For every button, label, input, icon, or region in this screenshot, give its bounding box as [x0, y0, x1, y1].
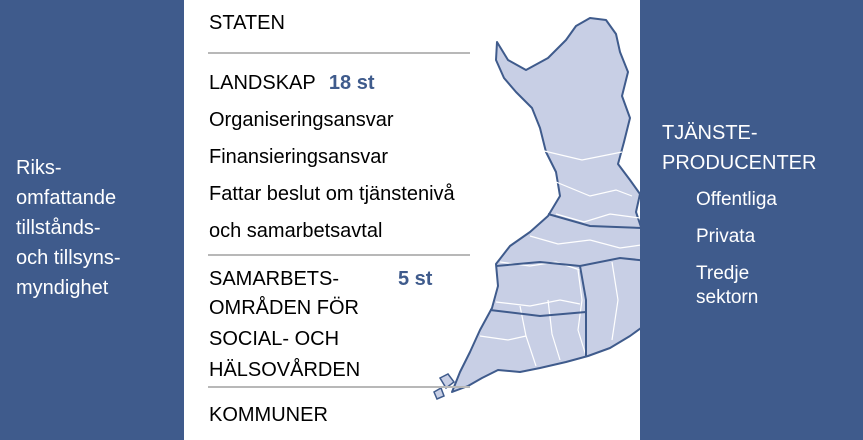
landskap-count: 18 st	[328, 72, 375, 94]
producers-heading-line: TJÄNSTE-	[662, 122, 758, 144]
authority-line: och tillsyns-	[16, 247, 121, 269]
cooperation-line: HÄLSOVÅRDEN	[209, 359, 361, 381]
duty-line: och samarbetsavtal	[209, 220, 383, 242]
duty-line: Finansieringsansvar	[209, 146, 388, 168]
region-border	[529, 235, 649, 249]
left-panel: Riks- omfattande tillstånds- och tillsyn…	[0, 0, 184, 440]
island-a	[438, 373, 456, 390]
right-panel: TJÄNSTE- PRODUCENTER Offentliga Privata …	[640, 0, 863, 440]
divider	[208, 254, 470, 256]
cooperation-border	[547, 213, 643, 229]
duty-line: Organiseringsansvar	[209, 109, 394, 131]
divider	[208, 386, 470, 388]
landskap-heading: LANDSKAP 18 st	[209, 72, 375, 95]
cooperation-line: SAMARBETS-	[209, 268, 340, 290]
producer-item: Tredje sektorn	[696, 262, 777, 310]
cooperation-border	[579, 265, 587, 356]
region-border	[611, 261, 619, 341]
producers-list: Offentliga Privata Tredje sektorn	[696, 188, 777, 323]
cooperation-line: SOCIAL- OCH	[209, 328, 340, 350]
region-borders	[479, 149, 649, 367]
municipalities-label: KOMMUNER	[209, 404, 328, 426]
authority-line: omfattande	[16, 187, 117, 209]
producers-heading: TJÄNSTE- PRODUCENTER	[662, 118, 816, 178]
region-border	[495, 299, 581, 307]
producer-item-line: sektorn	[696, 287, 759, 308]
divider	[208, 52, 470, 54]
landskap-label: LANDSKAP	[209, 72, 316, 94]
authority-line: tillstånds-	[16, 217, 101, 239]
cooperation-line: OMRÅDEN FÖR	[209, 297, 359, 319]
producer-item-line: Offentliga	[696, 189, 777, 210]
region-border	[547, 299, 561, 361]
producer-item-line: Tredje	[696, 263, 750, 284]
region-border	[539, 149, 623, 161]
cooperation-borders	[489, 213, 659, 356]
authority-line: Riks-	[16, 157, 62, 179]
duty-line: Fattar beslut om tjänstenivå	[209, 183, 455, 205]
finland-outline	[451, 17, 669, 393]
producers-heading-line: PRODUCENTER	[662, 152, 817, 174]
cooperation-border	[489, 309, 587, 318]
authority-line: myndighet	[16, 277, 109, 299]
cooperation-count: 5 st	[398, 268, 433, 290]
finland-map	[433, 17, 669, 400]
state-label: STATEN	[209, 12, 285, 34]
producer-item: Offentliga	[696, 188, 777, 212]
region-border	[555, 181, 633, 197]
producer-item-line: Privata	[696, 226, 756, 247]
island-b	[433, 386, 445, 400]
region-border	[479, 335, 527, 341]
producer-item: Privata	[696, 225, 777, 249]
region-border	[577, 269, 587, 357]
region-border	[555, 213, 641, 223]
authority-text: Riks- omfattande tillstånds- och tillsyn…	[16, 153, 120, 303]
